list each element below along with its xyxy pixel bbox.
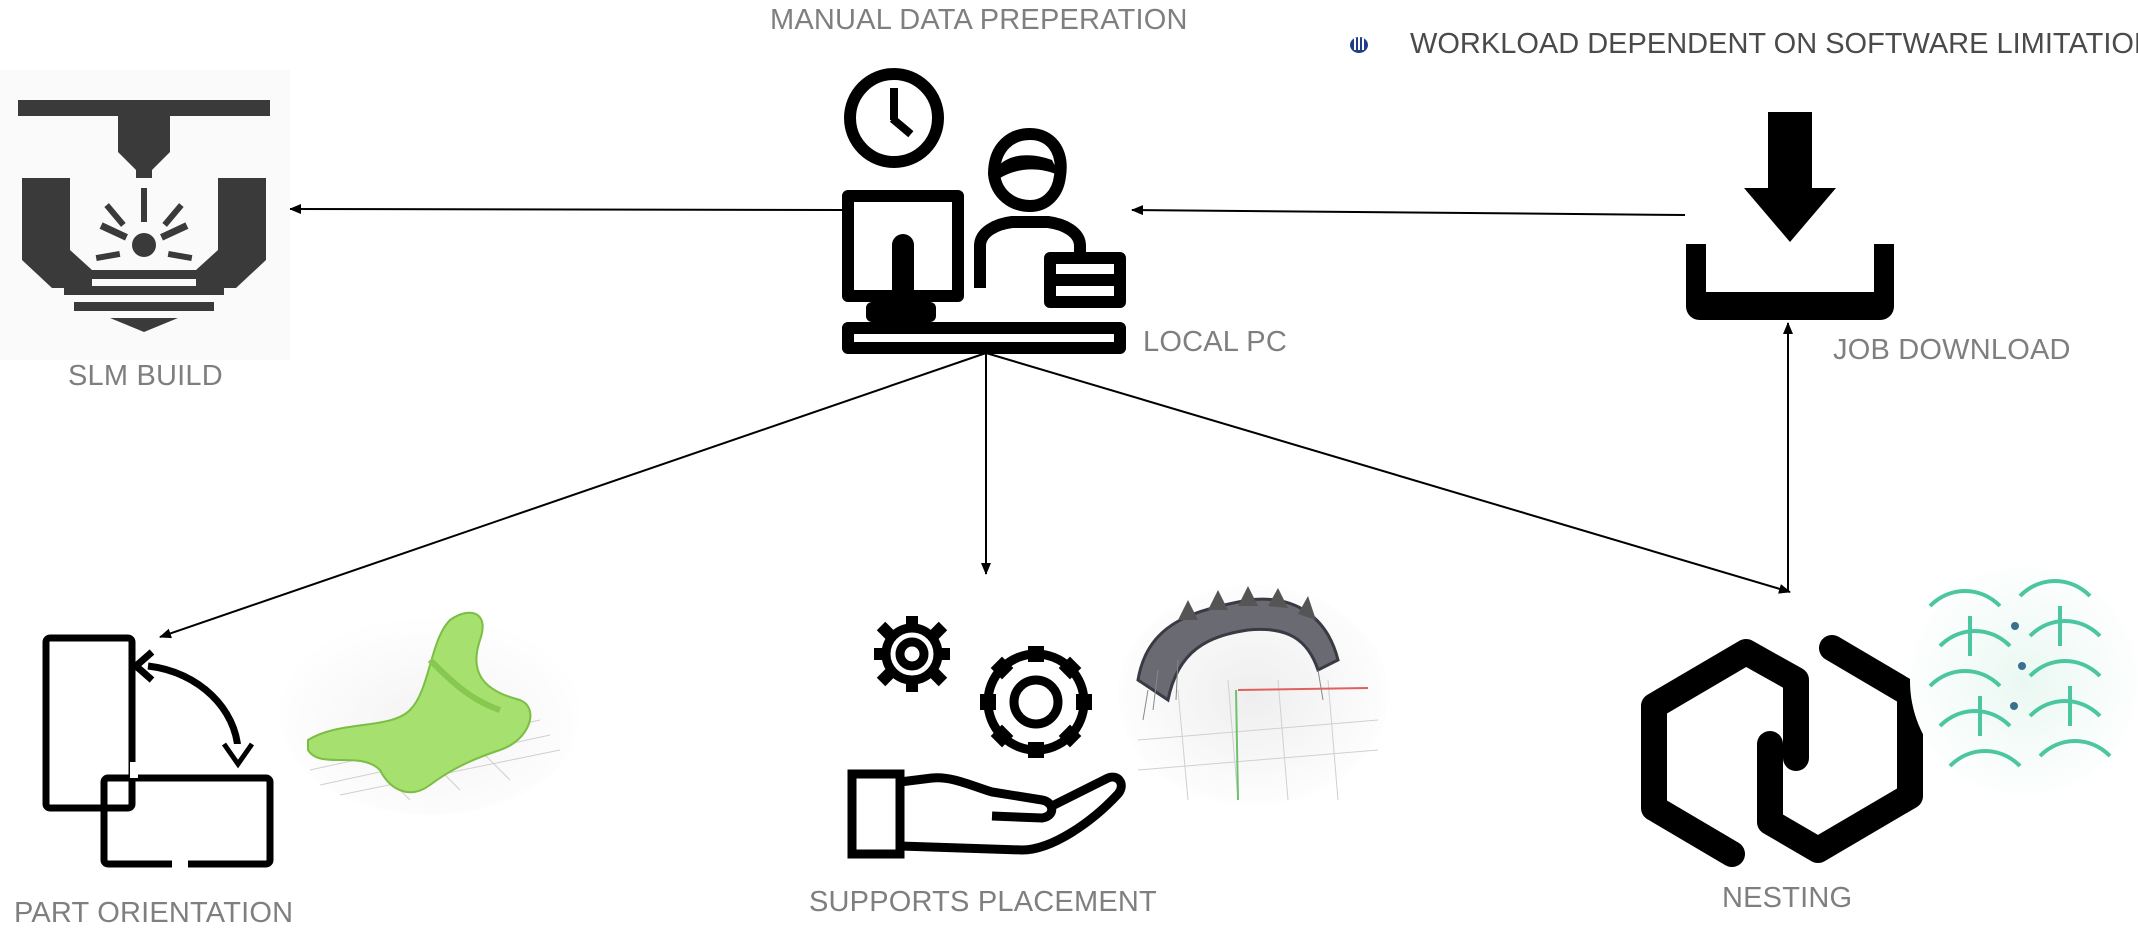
- download-icon: [1686, 112, 1894, 320]
- supports-placement-label: SUPPORTS PLACEMENT: [809, 886, 1157, 918]
- gears-hand-icon: [847, 616, 1126, 859]
- supports-placement-image: [1118, 585, 1388, 805]
- part-orientation-image: [280, 611, 580, 815]
- arrow-pc-to-orientation: [159, 352, 987, 639]
- job-download-label: JOB DOWNLOAD: [1833, 334, 2071, 366]
- manual-data-preparation-label: MANUAL DATA PREPERATION: [770, 4, 1188, 36]
- rotate-orientation-icon: [42, 634, 274, 868]
- nesting-image: [1910, 566, 2138, 796]
- arrow-pc-to-nesting: [985, 352, 1791, 594]
- tulip-bullet-icon: [1350, 36, 1368, 53]
- local-pc-label: LOCAL PC: [1143, 326, 1287, 358]
- bullet-text: WORKLOAD DEPENDENT ON SOFTWARE LIMITATIO…: [1410, 27, 2138, 60]
- arrow-pc-to-slm: [289, 204, 843, 215]
- person-at-computer-icon: [842, 68, 1126, 354]
- slm-printer-icon: [0, 70, 290, 360]
- part-orientation-label: PART ORIENTATION: [14, 897, 294, 929]
- arrow-download-to-pc: [1131, 205, 1686, 216]
- nesting-label: NESTING: [1722, 882, 1853, 914]
- bullet-note: WORKLOAD DEPENDENT ON SOFTWARE LIMITATIO…: [1348, 24, 2138, 64]
- nesting-hexagon-icon: [1641, 635, 1923, 867]
- slm-build-label: SLM BUILD: [68, 360, 223, 392]
